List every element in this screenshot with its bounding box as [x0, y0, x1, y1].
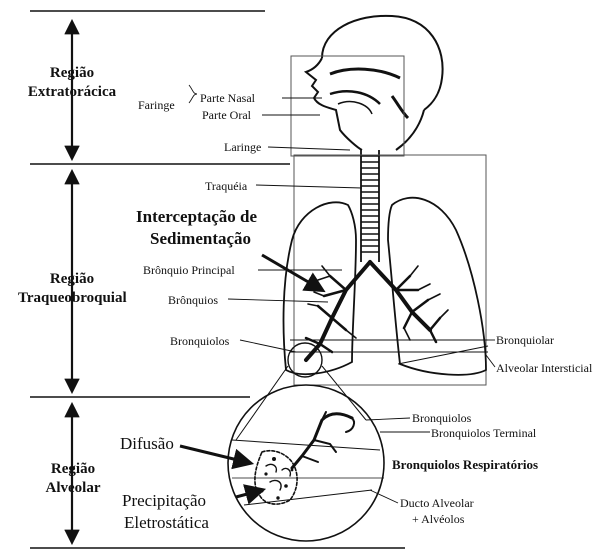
- bronquiolos-zoom-label: Bronquiolos: [412, 412, 471, 424]
- traqueia-label: Traquéia: [205, 180, 247, 192]
- region-tracheobronchial-line2: Traqueobroquial: [18, 289, 126, 308]
- region-tracheobronchial-label: Região Traqueobroquial: [18, 270, 126, 308]
- bronquiolos-respiratorios-label: Bronquiolos Respiratórios: [392, 458, 538, 471]
- eletrostatica-label: Eletrostática: [124, 514, 209, 531]
- precipitacao-label: Precipitação: [122, 492, 206, 509]
- head-outline: [306, 16, 443, 150]
- ducto-alveolar-label: Ducto Alveolar: [400, 497, 474, 509]
- region-tracheobronchial-line1: Região: [18, 270, 126, 289]
- parte-nasal-label: Parte Nasal: [200, 92, 255, 104]
- interceptacao-label: Interceptação de: [136, 208, 257, 225]
- alveolar-intersticial-label: Alveolar Intersticial: [496, 362, 592, 374]
- region-extrathoracic-label: Região Extratorácica: [22, 64, 122, 102]
- bronquios-label: Brônquios: [168, 294, 218, 306]
- bronquiolar-label: Bronquiolar: [496, 334, 554, 346]
- difusao-label: Difusão: [120, 435, 174, 452]
- region-extrathoracic-line2: Extratorácica: [22, 83, 122, 102]
- region-alveolar-line2: Alveolar: [28, 479, 118, 498]
- region-alveolar-line1: Região: [28, 460, 118, 479]
- bronquio-principal-label: Brônquio Principal: [143, 264, 235, 276]
- sedimentacao-label: Sedimentação: [150, 230, 251, 247]
- bronquiolos-terminal-label: Bronquiolos Terminal: [431, 427, 536, 439]
- bronchial-tree: [306, 262, 448, 360]
- alveolos-label: + Alvéolos: [412, 513, 464, 525]
- parte-oral-label: Parte Oral: [202, 109, 251, 121]
- alveolar-acinus: [255, 412, 354, 504]
- bronquiolos-label: Bronquiolos: [170, 335, 229, 347]
- laringe-label: Laringe: [224, 141, 261, 153]
- trachea: [361, 150, 379, 262]
- faringe-label: Faringe: [138, 99, 175, 111]
- region-extrathoracic-line1: Região: [22, 64, 122, 83]
- magnification-lens: [228, 343, 384, 541]
- region-alveolar-label: Região Alveolar: [28, 460, 118, 498]
